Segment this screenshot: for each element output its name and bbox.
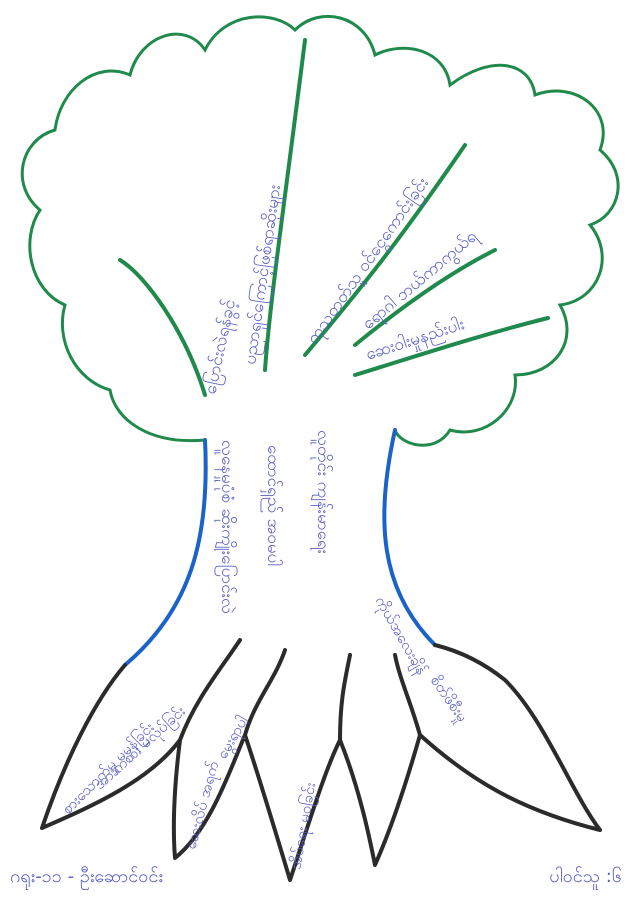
root-text-3: ဆေးလိပ် အရက် bbox=[181, 759, 225, 852]
root-inner-line-3 bbox=[340, 655, 350, 740]
crown-text-1: ပြောင်းလဲရန်ခွင့် bbox=[198, 297, 242, 396]
trunk-text-1: လူနေမှုပုံစံ ဆိုးကျိုးပြောင်းလဲ bbox=[214, 440, 239, 614]
crown-text-2: ပညာရှင်ကြောင့်ဖြစ်ရာဆိုးများ bbox=[238, 183, 288, 366]
footer-group-label: ဂ‌ရုး-၁၁ - ဦးဆောင်ဝင်း bbox=[10, 864, 163, 891]
root-text-7: စိတ်ဖိစီးမှု bbox=[424, 672, 471, 727]
footer-participants-label: ပါဝင်သူ :၆ bbox=[549, 864, 622, 891]
trunk-text-3: လူတိုင်း ကျန်းမာရေး bbox=[310, 430, 333, 554]
root-text-5: အိပ်ရေး မဝခြင်း bbox=[285, 781, 322, 871]
crown-branch-1 bbox=[120, 260, 205, 395]
root-text-6: ကိုယ်အလေးချိန် bbox=[369, 593, 431, 679]
trunk-left-edge bbox=[125, 440, 206, 665]
tree-crown-outline bbox=[22, 16, 618, 445]
trunk-text-2: ထောင်ရှည် အဝမပါ bbox=[260, 445, 284, 566]
